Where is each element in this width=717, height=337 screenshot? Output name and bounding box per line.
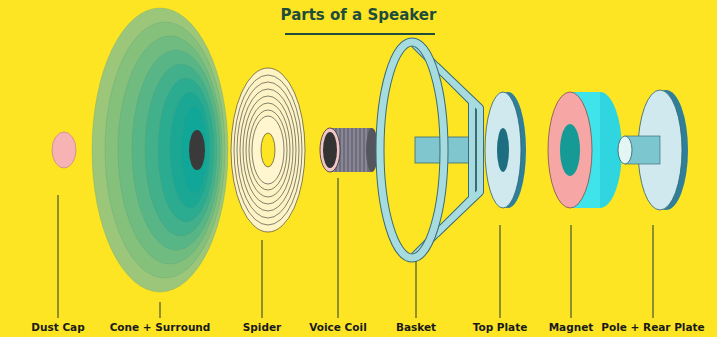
- basket-shape: [380, 42, 480, 258]
- part-label: Magnet: [549, 321, 594, 333]
- magnet-shape: [548, 92, 622, 208]
- basket-rim-outline: [380, 42, 444, 258]
- cone-shape: [92, 8, 228, 292]
- diagram-title: Parts of a Speaker: [0, 6, 717, 24]
- spider-ring: [240, 89, 296, 211]
- coil-winding: [350, 128, 351, 172]
- cone-ring: [181, 106, 207, 194]
- leader-line: [58, 195, 59, 318]
- plate-face: [485, 92, 521, 208]
- leader-line: [500, 225, 501, 318]
- cone-ring: [132, 50, 220, 250]
- coil-winding: [342, 128, 343, 172]
- part-label: Voice Coil: [309, 321, 366, 333]
- coil-winding: [354, 128, 355, 172]
- part-label: Top Plate: [473, 321, 528, 333]
- pole-face: [618, 136, 632, 164]
- coil-front: [320, 128, 340, 172]
- dust-cap-shape: [52, 132, 76, 168]
- cone-center: [189, 130, 205, 170]
- cone-ring: [145, 64, 217, 236]
- leader-line: [338, 178, 339, 318]
- part-label: Spider: [243, 321, 282, 333]
- coil-winding: [358, 128, 359, 172]
- part-label: Cone + Surround: [110, 321, 211, 333]
- spider-shape: [231, 68, 305, 232]
- cone-ring: [92, 8, 228, 292]
- spider-ring: [234, 75, 302, 225]
- title-underline: [285, 33, 435, 35]
- part-label: Basket: [396, 321, 436, 333]
- magnet-face: [548, 92, 592, 208]
- pole-plate-shape: [618, 90, 688, 210]
- part-label: Pole + Rear Plate: [601, 321, 704, 333]
- cone-ring: [158, 78, 214, 222]
- part-label: Dust Cap: [31, 321, 84, 333]
- leader-line: [160, 302, 161, 318]
- spider-ring: [231, 68, 305, 232]
- leader-line: [262, 240, 263, 318]
- cone-ring: [105, 22, 225, 278]
- cone-ring: [118, 36, 222, 264]
- spider-center: [252, 116, 284, 184]
- coil-hole: [323, 132, 337, 168]
- top-plate-shape: [485, 92, 526, 208]
- leader-line: [653, 225, 654, 318]
- spider-ring: [246, 103, 290, 197]
- basket-rim: [380, 42, 444, 258]
- spider-hole: [261, 133, 275, 167]
- cone-ring: [170, 92, 210, 208]
- plate-hole: [497, 128, 509, 172]
- leader-line: [416, 258, 417, 318]
- magnet-hole: [560, 124, 580, 176]
- coil-winding: [346, 128, 347, 172]
- spider-ring: [237, 82, 299, 218]
- spider-ring: [249, 110, 287, 190]
- spider-ring: [243, 96, 293, 204]
- leader-line: [571, 225, 572, 318]
- voice-coil-shape: [320, 128, 378, 172]
- coil-winding: [362, 128, 363, 172]
